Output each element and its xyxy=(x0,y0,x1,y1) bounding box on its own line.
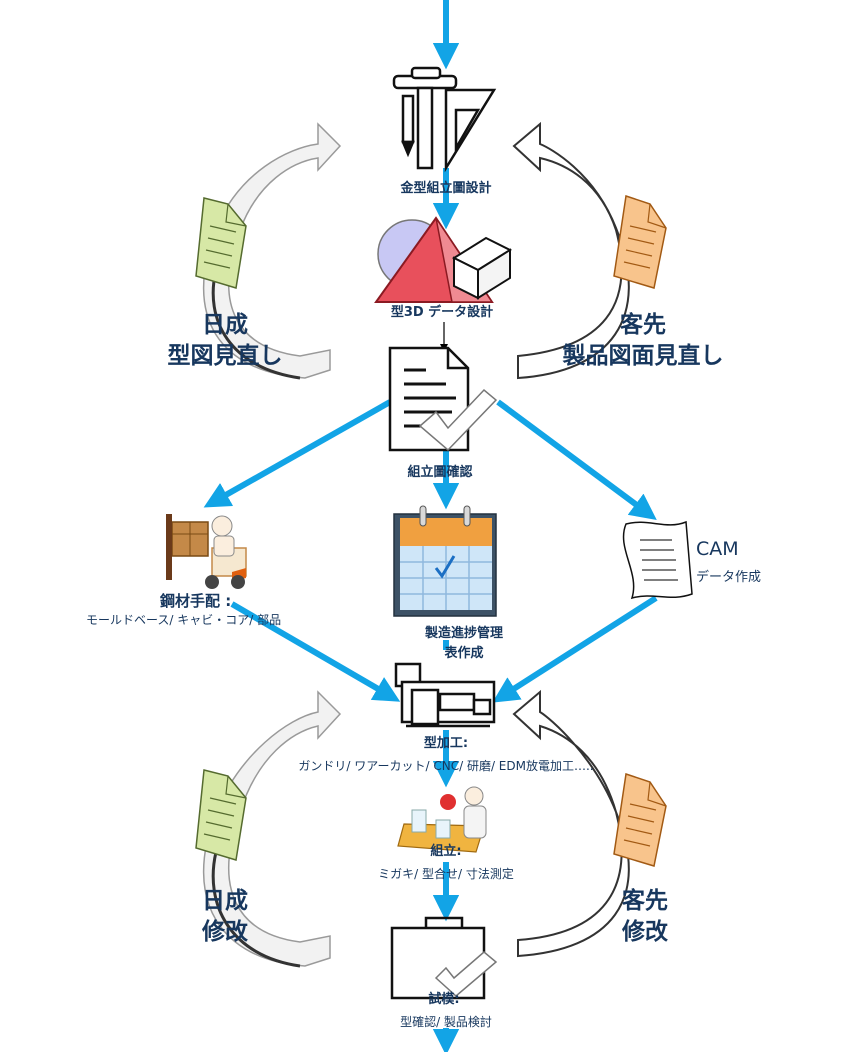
document-check-icon xyxy=(388,346,498,452)
step-assembly-drawing-design: 金型組立圖設計 xyxy=(400,181,492,196)
step-cam-title: CAM xyxy=(696,538,739,560)
3d-shapes-icon xyxy=(374,216,513,303)
step-machining-detail: ガンドリ/ ワアーカット/ CNC/ 研磨/ EDM放電加工….. xyxy=(298,759,594,773)
review-label-top-left: 日成 型図見直し xyxy=(150,310,300,372)
step-cam-detail: データ作成 xyxy=(696,570,762,585)
review-label-top-right: 客先 製品図面見直し xyxy=(548,310,738,372)
review-top-left-line1: 日成 xyxy=(202,312,248,338)
step-assembly-detail: ミガキ/ 型合せ/ 寸法測定 xyxy=(378,867,514,881)
machine-tool-icon xyxy=(394,662,496,728)
step-trial-detail: 型確認/ 製品検討 xyxy=(400,1015,492,1029)
step-steel-order-detail: モールドベース/ キャビ・コア/ 部品 xyxy=(86,613,282,627)
assembly-worker-icon xyxy=(397,786,487,853)
document-orange-icon xyxy=(613,773,667,867)
review-label-bottom-right: 客先 修改 xyxy=(610,886,680,948)
review-arrow-bottom-right xyxy=(512,689,630,958)
review-arrow-top-right xyxy=(512,121,630,380)
review-bottom-right-line1: 客先 xyxy=(622,888,668,914)
drafting-tools-icon xyxy=(392,66,497,173)
step-assembly-check: 組立圖確認 xyxy=(407,465,473,480)
review-bottom-left-line1: 日成 xyxy=(202,888,248,914)
trial-case-icon xyxy=(390,916,498,1000)
review-bottom-right-line2: 修改 xyxy=(622,919,668,945)
document-orange-icon xyxy=(613,195,667,289)
step-trial-title: 試模: xyxy=(428,992,460,1007)
document-green-icon xyxy=(195,197,247,289)
review-label-bottom-left: 日成 修改 xyxy=(190,886,260,948)
step-schedule-line2: 表作成 xyxy=(444,646,484,661)
document-green-icon xyxy=(195,769,247,861)
forklift-icon xyxy=(166,514,247,589)
review-top-right-line1: 客先 xyxy=(620,312,666,338)
step-mold-3d-design: 型3D データ設計 xyxy=(390,305,494,320)
cam-document-icon xyxy=(622,520,693,600)
step-machining-title: 型加工: xyxy=(423,736,469,751)
step-steel-order-title: 鋼材手配 : xyxy=(160,592,232,610)
step-schedule-line1: 製造進捗管理 xyxy=(424,626,504,641)
step-assembly-title: 組立: xyxy=(430,844,462,859)
review-top-right-line2: 製品図面見直し xyxy=(562,343,724,369)
calendar-icon xyxy=(393,505,497,617)
review-top-left-line2: 型図見直し xyxy=(167,343,283,369)
flow-arrows xyxy=(203,0,658,1052)
review-bottom-left-line2: 修改 xyxy=(202,919,248,945)
